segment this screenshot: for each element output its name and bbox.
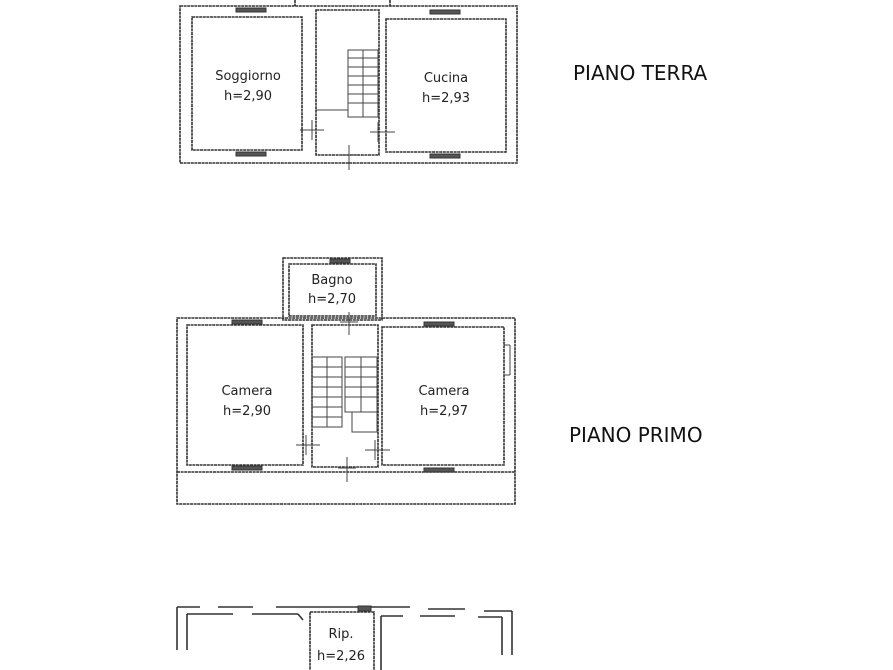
floor-label-piano-terra: PIANO TERRA	[573, 61, 708, 85]
room-height-cucina: h=2,93	[422, 91, 470, 106]
room-name-cucina: Cucina	[424, 71, 468, 86]
room-height-camera-left: h=2,90	[223, 404, 271, 419]
room-name-camera-left: Camera	[221, 384, 272, 399]
room-name-camera-right: Camera	[418, 384, 469, 399]
room-height-bagno: h=2,70	[308, 292, 356, 307]
attic-floor-plan: Rip. h=2,26	[176, 605, 513, 670]
room-height-ripostiglio: h=2,26	[317, 649, 365, 664]
first-floor-plan: Bagno h=2,70 Camera h=2,90 Camera h=2,97	[176, 257, 516, 505]
ground-floor-plan: Soggiorno h=2,90 Cucina h=2,93	[179, 0, 518, 170]
room-name-bagno: Bagno	[311, 273, 352, 288]
room-name-soggiorno: Soggiorno	[215, 69, 281, 84]
room-height-camera-right: h=2,97	[420, 404, 468, 419]
room-height-soggiorno: h=2,90	[224, 89, 272, 104]
room-name-ripostiglio: Rip.	[328, 627, 353, 642]
floor-label-piano-primo: PIANO PRIMO	[569, 423, 703, 447]
